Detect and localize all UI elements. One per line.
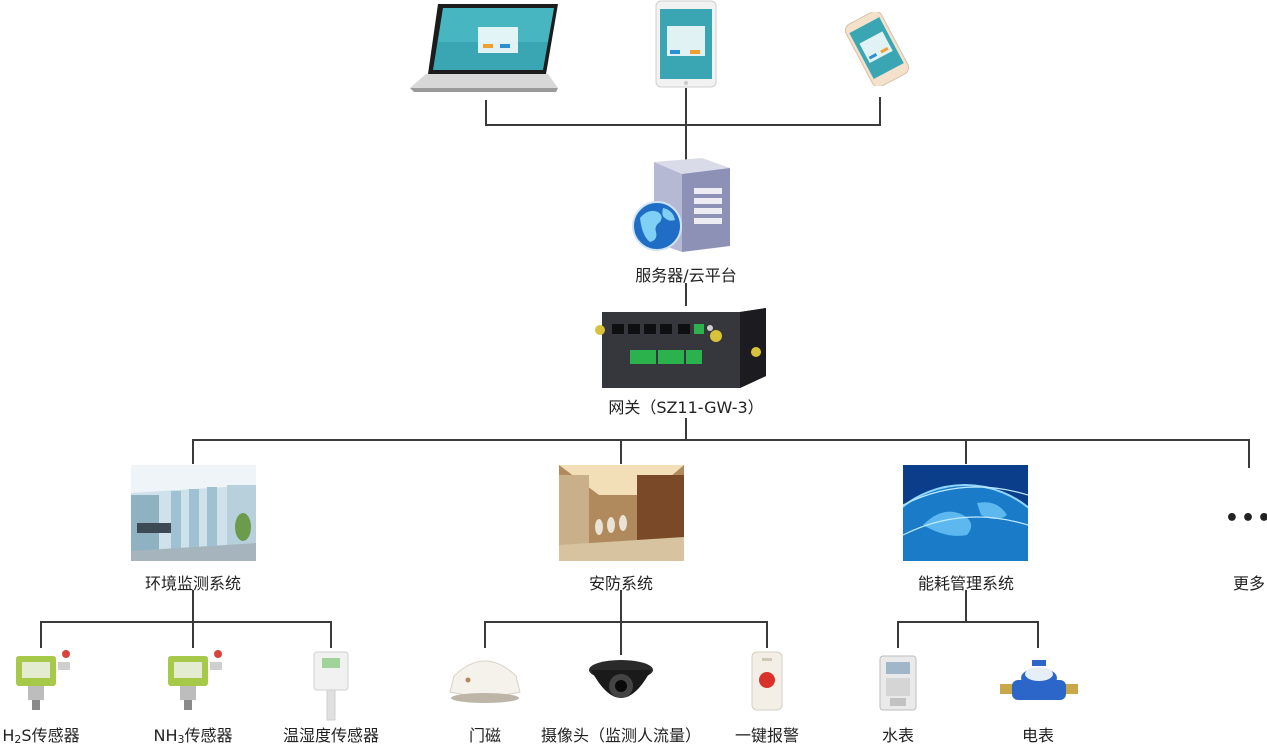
gateway-device-icon bbox=[595, 308, 766, 388]
laptop-icon bbox=[410, 4, 558, 92]
server-label: 服务器/云平台 bbox=[635, 266, 737, 285]
tablet-icon bbox=[655, 0, 717, 88]
phone-icon bbox=[844, 12, 910, 86]
system-label-security: 安防系统 bbox=[588, 574, 654, 593]
electric-meter-icon bbox=[1000, 660, 1078, 700]
more-ellipsis-icon: ••• bbox=[1224, 506, 1267, 531]
nh3-sensor-icon bbox=[168, 650, 222, 710]
security-device-label-alarm: 一键报警 bbox=[734, 726, 800, 745]
security-system-image bbox=[559, 465, 684, 561]
door-sensor-icon bbox=[449, 660, 521, 703]
server-icon bbox=[632, 158, 730, 252]
environment-monitoring-image bbox=[131, 465, 256, 561]
env-device-label-h2s: H2S传感器 bbox=[2, 726, 80, 746]
system-label-energy: 能耗管理系统 bbox=[917, 574, 1015, 593]
security-device-label-door: 门磁 bbox=[468, 726, 502, 745]
panic-button-icon bbox=[751, 651, 783, 711]
system-label-more: 更多 bbox=[1232, 574, 1266, 593]
h2s-sensor-icon bbox=[16, 650, 70, 710]
env-device-label-temp-humidity: 温湿度传感器 bbox=[282, 726, 380, 745]
energy-device-label-electric: 电表 bbox=[1021, 726, 1055, 745]
security-device-label-camera: 摄像头（监测人流量） bbox=[540, 726, 702, 745]
camera-icon bbox=[589, 660, 653, 698]
env-device-label-nh3: NH3传感器 bbox=[153, 726, 233, 746]
gateway-label: 网关（SZ11-GW-3） bbox=[608, 398, 764, 417]
energy-device-label-water: 水表 bbox=[881, 726, 915, 745]
energy-management-image bbox=[903, 465, 1028, 561]
system-label-environment: 环境监测系统 bbox=[144, 574, 242, 593]
temperature-humidity-sensor-icon bbox=[313, 651, 349, 721]
water-meter-icon bbox=[879, 655, 917, 711]
